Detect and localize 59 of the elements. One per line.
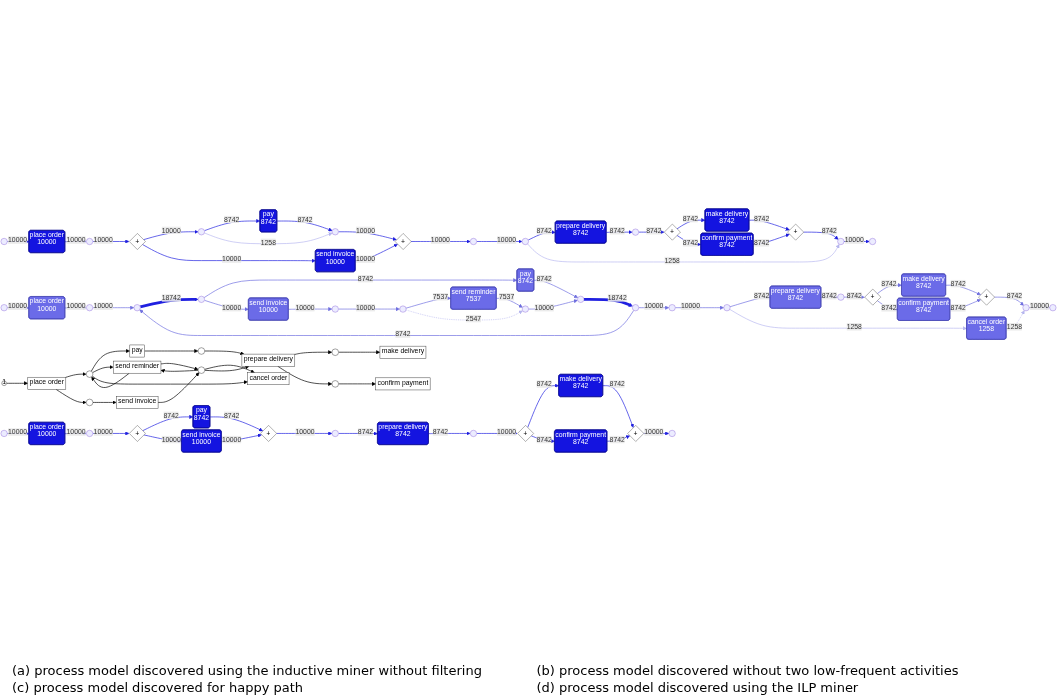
panel-caption: (d) process model discovered using the ILP miner	[536, 680, 860, 695]
node-dot	[521, 238, 529, 245]
node-box	[116, 396, 159, 409]
node-box	[113, 360, 162, 374]
node-box	[129, 344, 145, 358]
panel-caption: (a) process model discovered using the inductive miner without filtering	[12, 663, 483, 678]
node-dot	[198, 295, 205, 303]
node-circle	[668, 430, 676, 437]
node-circle	[197, 366, 205, 374]
node-circle	[86, 398, 94, 406]
node-dot	[331, 305, 339, 313]
node-box	[379, 345, 427, 359]
node-circle	[1, 380, 7, 386]
node-diamond	[627, 425, 645, 442]
node-dot	[668, 304, 676, 312]
panel-caption: (b) process model discovered without two low-frequent activities	[536, 663, 960, 678]
arrow	[583, 297, 633, 307]
node-diamond	[787, 223, 804, 241]
node-dot	[470, 430, 477, 437]
node-dot	[837, 238, 845, 245]
node-diamond	[394, 233, 412, 250]
node-diamond	[864, 288, 882, 306]
node-dot	[133, 304, 141, 312]
node-diamond	[517, 425, 534, 442]
node-diamond	[978, 288, 995, 306]
node-diamond	[260, 425, 277, 442]
node-circle	[331, 380, 339, 388]
node-dot	[331, 228, 339, 236]
node-diamond	[129, 233, 146, 250]
node-dot	[521, 305, 529, 313]
node-circle	[869, 238, 876, 245]
node-circle	[0, 238, 8, 245]
node-box	[375, 377, 431, 391]
node-dot	[86, 430, 94, 437]
node-box	[247, 372, 290, 385]
node-box	[241, 353, 296, 367]
node-dot	[331, 430, 339, 437]
node-dot	[723, 304, 731, 312]
node-box	[27, 377, 67, 390]
node-dot	[470, 238, 477, 245]
node-circle	[331, 348, 339, 356]
node-dot	[632, 304, 639, 312]
node-dot	[632, 228, 639, 236]
node-circle	[86, 370, 94, 378]
node-dot	[86, 238, 94, 245]
node-dot	[399, 305, 407, 313]
node-dot	[837, 293, 845, 301]
node-diamond	[664, 223, 681, 241]
node-dot	[577, 295, 585, 303]
node-circle	[0, 304, 8, 312]
node-circle	[197, 347, 205, 355]
node-circle	[1049, 304, 1057, 312]
panel-caption: (c) process model discovered for happy path	[12, 680, 305, 695]
node-circle	[0, 430, 8, 437]
node-dot	[1022, 304, 1030, 312]
node-diamond	[129, 425, 146, 442]
node-dot	[86, 304, 94, 312]
node-dot	[198, 228, 205, 236]
arrow	[139, 297, 199, 309]
